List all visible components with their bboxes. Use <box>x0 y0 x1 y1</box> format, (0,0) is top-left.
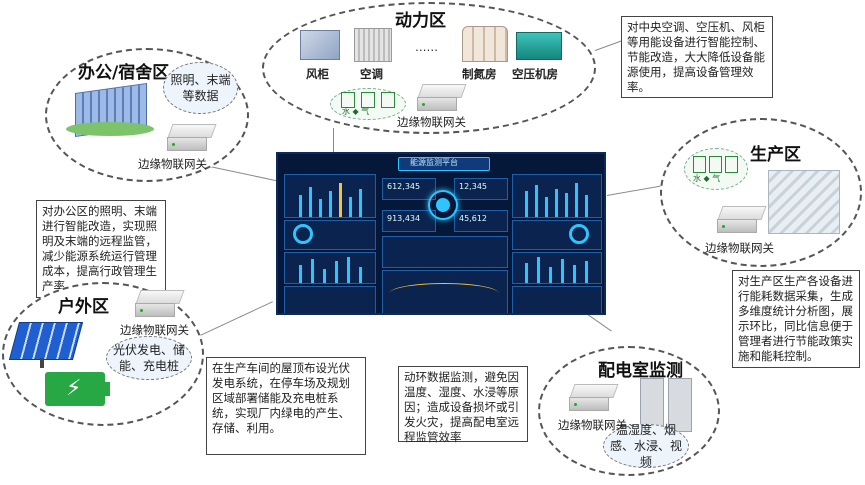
center-ring <box>428 190 458 220</box>
meter-icons <box>330 88 406 120</box>
power-meter-icon <box>709 156 722 173</box>
connector-line <box>200 301 273 336</box>
meter-label: 水 ◆ 气 <box>342 107 370 116</box>
switch-cabinet-icon <box>668 378 692 432</box>
production-zone-title: 生产区 <box>750 145 801 165</box>
kpi-card: 913,434 <box>382 210 436 232</box>
center-chart <box>382 270 508 313</box>
lawn <box>66 122 154 136</box>
kpi-value: 913,434 <box>387 214 421 223</box>
gateway-label: 边缘物联网关 <box>705 241 774 255</box>
dashboard-header <box>398 157 490 171</box>
distribution-data-bubble: 温湿度、烟感、水浸、视频 <box>603 423 689 469</box>
dashboard-title: 能源监测平台 <box>410 158 458 167</box>
kpi-value: 612,345 <box>387 182 421 191</box>
center-ring-inner <box>436 198 450 212</box>
kpi-card: 12,345 <box>454 178 508 200</box>
air-conditioner-icon <box>354 28 392 62</box>
right-panel <box>512 220 602 250</box>
solar-panel-stand <box>40 358 44 368</box>
gas-meter-icon <box>381 92 395 108</box>
right-panel <box>512 286 602 313</box>
outdoor-zone-title: 户外区 <box>58 297 109 317</box>
gateway-label: 边缘物联网关 <box>138 157 207 171</box>
edge-gateway-icon <box>569 384 619 414</box>
connector-line <box>204 165 279 182</box>
dashboard-screen: 能源监测平台 612,345 12,345 913,434 45,612 <box>276 152 606 315</box>
distribution-callout: 动环数据监测，避免因温度、湿度、水浸等原因；造成设备损坏或引发火灾，提高配电室远… <box>398 366 528 444</box>
nitrogen-plant-icon <box>462 26 508 62</box>
water-meter-icon <box>693 156 706 173</box>
gateway-label: 边缘物联网关 <box>120 323 189 337</box>
device-label: 制氮房 <box>462 67 497 81</box>
office-bubble-text: 照明、末端等数据 <box>170 73 231 103</box>
production-line-icon <box>768 170 840 234</box>
right-panel <box>512 174 602 218</box>
edge-gateway-icon <box>717 206 767 236</box>
outdoor-bubble-text: 光伏发电、储能、充电桩 <box>112 343 185 373</box>
office-zone-title: 办公/宿舍区 <box>78 63 170 83</box>
left-panel <box>284 174 376 218</box>
kpi-card: 612,345 <box>382 178 436 200</box>
solar-panel-icon <box>8 322 84 360</box>
gateway-label: 边缘物联网关 <box>397 115 466 129</box>
kpi-value: 45,612 <box>459 214 487 223</box>
meter-label: 水 ◆ 气 <box>693 174 721 183</box>
device-label: …… <box>415 40 438 54</box>
edge-gateway-icon <box>167 124 217 154</box>
power-callout: 对中央空调、空压机、风柜等用能设备进行智能控制、节能改造，大大降低设备能源使用，… <box>621 16 773 98</box>
outdoor-data-bubble: 光伏发电、储能、充电桩 <box>106 336 192 380</box>
center-panel <box>382 236 508 268</box>
production-callout: 对生产区生产各设备进行能耗数据采集，生成多维度统计分析图，展示环比，同比信息便于… <box>732 270 860 368</box>
kpi-card: 45,612 <box>454 210 508 232</box>
power-meter-icon <box>361 92 375 108</box>
lightning-icon: ⚡ <box>66 376 82 401</box>
power-zone <box>262 2 596 134</box>
power-zone-title: 动力区 <box>395 11 446 31</box>
left-panel <box>284 220 376 250</box>
battery-terminal <box>105 382 110 396</box>
outdoor-callout: 在生产车间的屋顶布设光伏发电系统，在停车场及规划区域部署储能及充电桩系统，实现厂… <box>206 357 366 455</box>
device-label: 空压机房 <box>512 67 558 81</box>
right-panel <box>512 252 602 284</box>
distribution-bubble-text: 温湿度、烟感、水浸、视频 <box>609 423 682 469</box>
kpi-value: 12,345 <box>459 182 487 191</box>
water-meter-icon <box>341 92 355 108</box>
device-label: 空调 <box>360 67 383 81</box>
edge-gateway-icon <box>417 84 467 114</box>
device-label: 风柜 <box>306 67 329 81</box>
edge-gateway-icon <box>135 290 185 320</box>
air-handler-icon <box>300 30 340 60</box>
connector-line <box>333 128 334 153</box>
gas-meter-icon <box>725 156 738 173</box>
office-data-bubble: 照明、末端等数据 <box>163 62 238 114</box>
left-panel <box>284 252 376 284</box>
office-callout: 对办公区的照明、末端进行智能改造，实现照明及末端的远程监管，减少能源系统运行管理… <box>36 200 166 298</box>
switch-cabinet-icon <box>640 378 664 432</box>
distribution-zone-title: 配电室监测 <box>598 361 683 381</box>
battery-icon <box>45 372 105 406</box>
left-panel <box>284 286 376 313</box>
air-compressor-icon <box>516 32 562 60</box>
gateway-label: 边缘物联网关 <box>558 418 627 432</box>
